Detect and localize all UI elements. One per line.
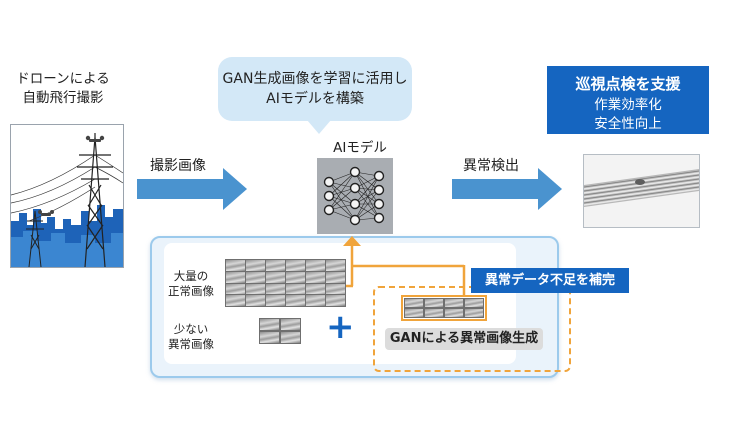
detect-label: 異常検出: [463, 158, 519, 174]
detected-cable-photo: [583, 154, 700, 228]
bubble-tail: [307, 120, 331, 134]
deficit-label: 異常データ不足を補完: [471, 268, 629, 293]
anomaly-image-grid: [259, 318, 303, 344]
detect-arrow: [452, 168, 564, 214]
normal-image-grid: [225, 259, 346, 307]
neural-network-icon: [323, 166, 385, 226]
speech-bubble: GAN生成画像を学習に活用し AIモデルを構築: [218, 57, 412, 121]
normal-label-line1: 大量の: [173, 269, 209, 283]
drone-caption-line2: 自動飛行撮影: [22, 90, 104, 106]
ai-model-box: [317, 158, 393, 234]
feed-arrow: [340, 236, 470, 304]
bubble-line2: AIモデルを構築: [266, 91, 364, 107]
support-line1: 作業効率化: [594, 97, 662, 113]
support-box: 巡視点検を支援 作業効率化 安全性向上: [547, 66, 709, 134]
capture-label: 撮影画像: [150, 158, 206, 174]
drone-photo: [10, 124, 124, 268]
anomaly-images-label: 少ない 異常画像: [164, 322, 218, 352]
bubble-line1: GAN生成画像を学習に活用し: [222, 71, 408, 87]
power-tower-illustration: [11, 125, 123, 267]
drone-caption-line1: ドローンによる: [16, 71, 110, 87]
generated-image-strip: [401, 295, 487, 321]
normal-images-label: 大量の 正常画像: [164, 269, 218, 299]
anomaly-label-line1: 少ない: [173, 322, 209, 336]
drone-caption: ドローンによる 自動飛行撮影: [8, 70, 118, 108]
cable-image: [584, 155, 699, 227]
capture-arrow: [137, 168, 249, 214]
support-line2: 安全性向上: [594, 116, 662, 132]
support-title: 巡視点検を支援: [575, 75, 681, 93]
gan-label: GANによる異常画像生成: [385, 328, 543, 350]
ai-model-label: AIモデル: [333, 140, 387, 156]
plus-sign: +: [326, 307, 355, 347]
normal-label-line2: 正常画像: [168, 284, 214, 298]
anomaly-label-line2: 異常画像: [168, 337, 214, 351]
